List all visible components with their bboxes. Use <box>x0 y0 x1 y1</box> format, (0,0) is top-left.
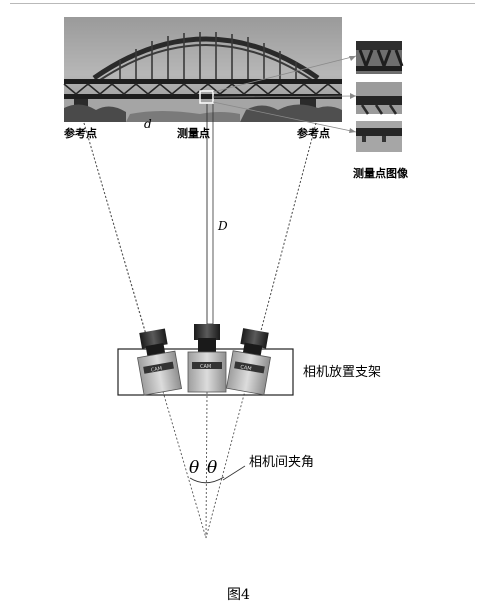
label-camera-mount: 相机放置支架 <box>303 365 381 380</box>
measurement-thumbnail-3 <box>356 121 402 152</box>
label-theta-right: θ <box>207 458 217 478</box>
sight-lines <box>83 122 317 539</box>
label-reference-point-right: 参考点 <box>297 126 330 140</box>
measurement-thumbnail-2 <box>356 82 402 115</box>
label-camera-angle: 相机间夹角 <box>249 455 314 470</box>
top-rule <box>10 3 475 4</box>
label-distance-small-d: d <box>144 117 152 131</box>
measurement-thumbnail-1 <box>356 41 404 74</box>
angle-arc <box>189 476 225 484</box>
camera-right <box>226 328 271 396</box>
bridge-photo <box>63 17 342 122</box>
label-reference-point-left: 参考点 <box>64 126 97 140</box>
label-distance-large-d: D <box>217 219 228 233</box>
camera-left-badge: CAM <box>150 366 162 374</box>
label-measurement-point-images: 测量点图像 <box>353 166 409 180</box>
camera-center-badge: CAM <box>200 364 211 370</box>
camera-left <box>137 328 183 396</box>
camera-right-badge: CAM <box>240 364 252 372</box>
camera-center <box>187 324 227 393</box>
thumbnail-callout-lines <box>212 55 357 133</box>
figure-caption: 图4 <box>227 587 250 603</box>
label-theta-left: θ <box>189 458 199 478</box>
center-lower-line <box>205 391 208 539</box>
label-measurement-point: 测量点 <box>177 126 210 140</box>
angle-leader-line <box>222 465 246 481</box>
callout-arrowheads <box>349 56 356 133</box>
